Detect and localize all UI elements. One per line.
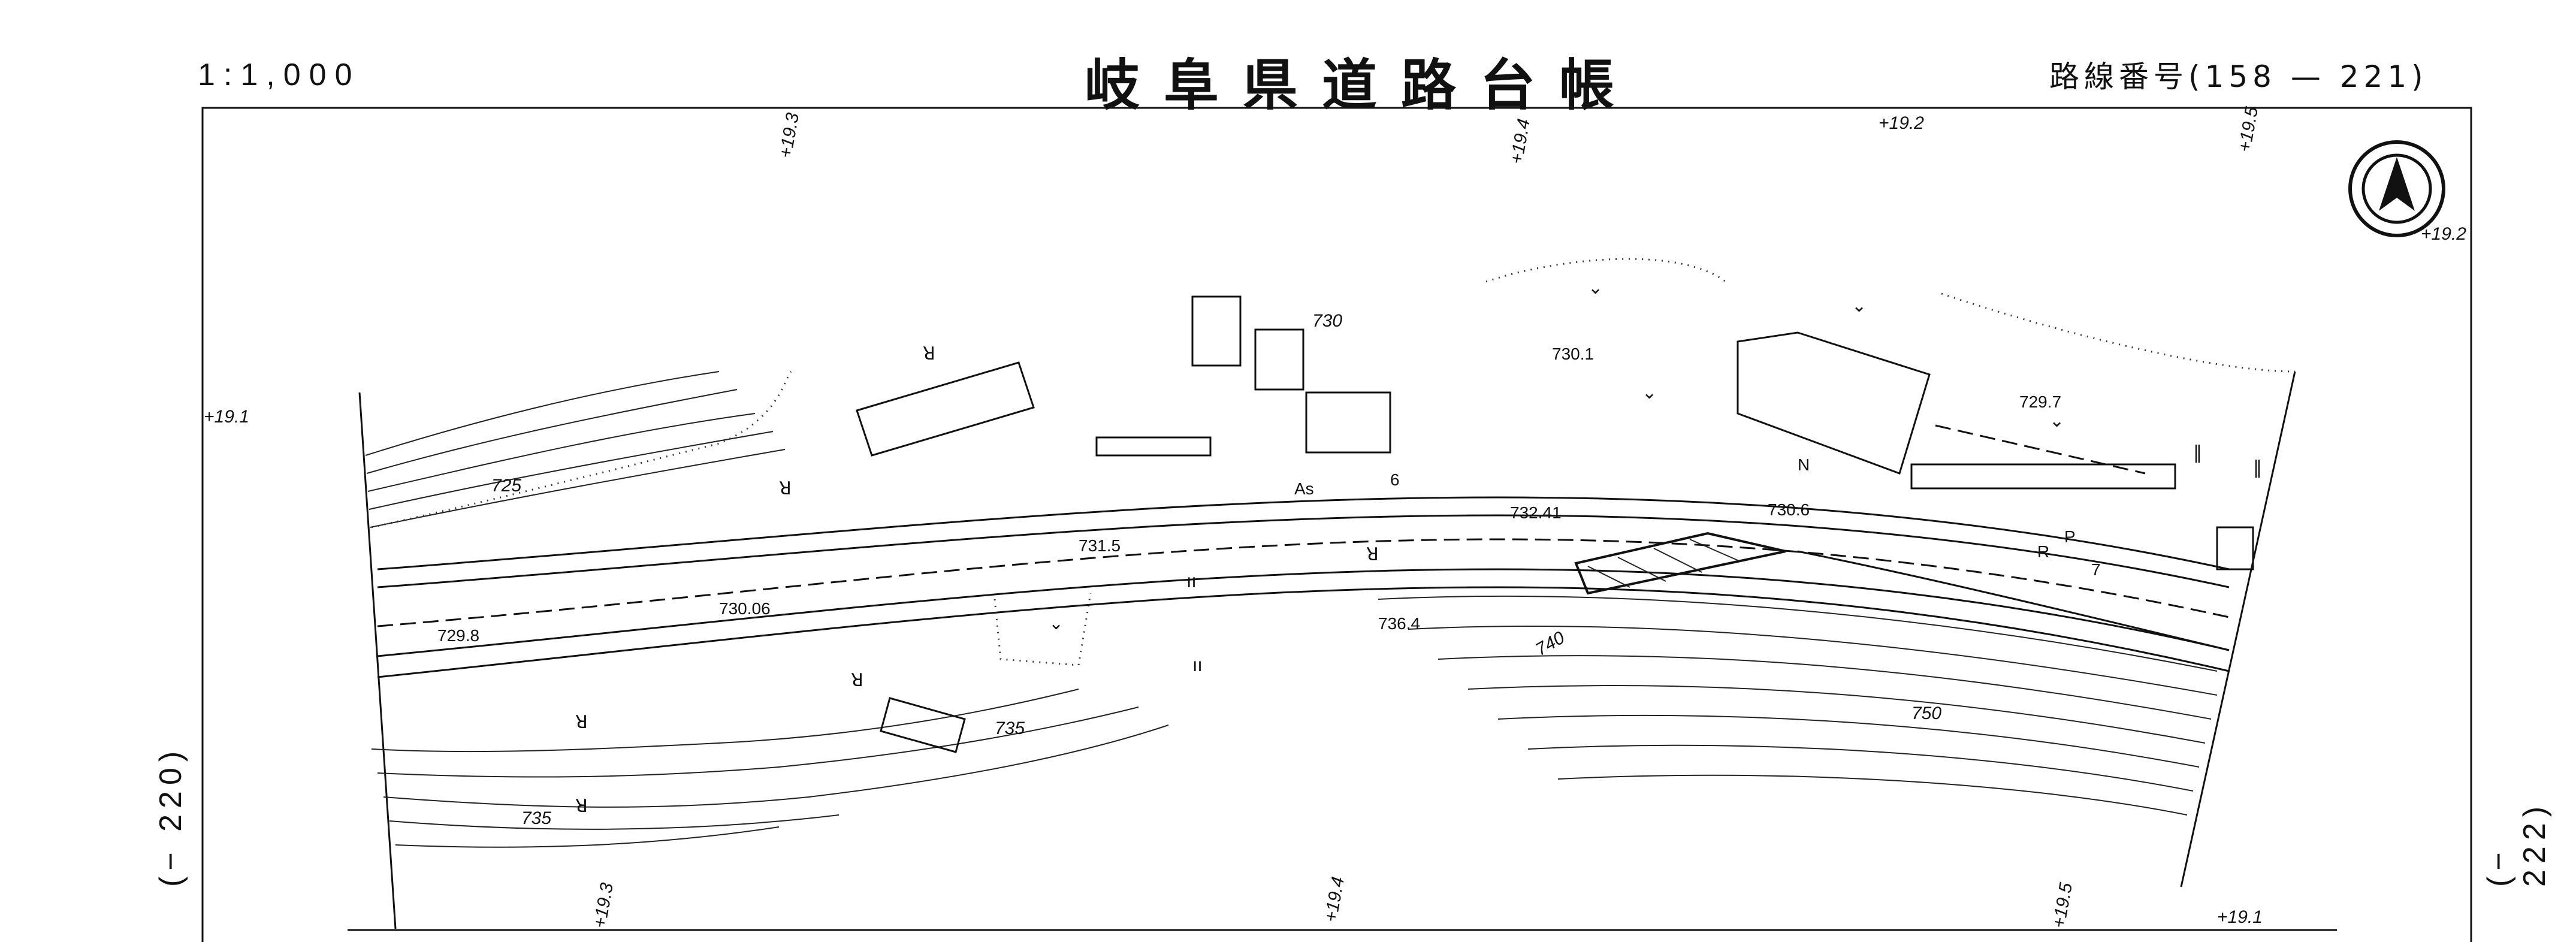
station-bottom-3: +19.5 bbox=[2049, 881, 2076, 929]
station-bottom-4: +19.1 bbox=[2217, 907, 2263, 927]
contour-lines-lower-left bbox=[371, 689, 1169, 848]
svg-text:⌄: ⌄ bbox=[1588, 277, 1603, 298]
road-label-r: R bbox=[2037, 542, 2049, 561]
station-left: +19.1 bbox=[204, 407, 249, 427]
svg-text:ꓤ: ꓤ bbox=[779, 478, 792, 499]
map-title: 岐阜県道路台帳 bbox=[1085, 53, 1639, 117]
left-boundary bbox=[358, 392, 397, 929]
svg-text:ꓤ: ꓤ bbox=[851, 670, 863, 691]
retaining-walls bbox=[1095, 436, 2254, 651]
svg-text:⌄: ⌄ bbox=[1852, 295, 1867, 316]
right-boundary bbox=[2180, 371, 2296, 887]
station-markers-bottom: +19.3 +19.4 +19.5 +19.1 bbox=[590, 875, 2263, 929]
svg-text:ꓤ: ꓤ bbox=[575, 796, 588, 817]
station-bottom-1: +19.3 bbox=[590, 881, 617, 929]
svg-text:ꓤ: ꓤ bbox=[1366, 544, 1379, 565]
svg-text:⌄: ⌄ bbox=[2049, 410, 2064, 431]
elevation-2: 730.06 bbox=[719, 599, 771, 618]
map-frame bbox=[201, 107, 2472, 942]
contour-label-2: 730 bbox=[1312, 311, 1342, 331]
road-label-surface: As bbox=[1294, 479, 1314, 498]
elevation-8: 736.4 bbox=[1378, 614, 1420, 633]
svg-text:⌄: ⌄ bbox=[1642, 382, 1657, 403]
spot-elevations: 729.8 730.06 731.5 732.41 730.6 730.1 72… bbox=[437, 345, 2061, 645]
contour-label-3: 735 bbox=[995, 718, 1025, 738]
svg-text:ꓤ: ꓤ bbox=[923, 343, 935, 364]
station-top-5: +19.2 bbox=[2421, 224, 2466, 244]
station-top-1: +19.3 bbox=[775, 111, 803, 159]
road-labels: As 6 N P R 7 bbox=[1294, 455, 2101, 579]
svg-text:‖: ‖ bbox=[2193, 442, 2202, 463]
station-markers-top: +19.3 +19.4 +19.2 +19.5 +19.2 +19.1 bbox=[204, 105, 2466, 427]
contour-label-5: 740 bbox=[1532, 627, 1568, 660]
road-label-n: N bbox=[1798, 455, 1810, 474]
contour-label-6: 750 bbox=[1911, 704, 1941, 723]
road-alignment bbox=[377, 496, 2230, 678]
contour-lines-upper-left bbox=[365, 371, 786, 528]
station-bottom-2: +19.4 bbox=[1321, 875, 1348, 923]
svg-text:‖: ‖ bbox=[2253, 457, 2262, 478]
road-label-p: P bbox=[2064, 527, 2076, 546]
property-boundaries bbox=[371, 258, 2296, 666]
contour-label-4: 735 bbox=[521, 808, 551, 828]
contour-labels: 725 730 735 735 740 750 bbox=[491, 311, 1941, 828]
road-label-number: 6 bbox=[1390, 470, 1400, 489]
north-arrow-icon bbox=[2348, 140, 2445, 237]
contour-lines-lower-right bbox=[1378, 596, 2218, 816]
elevation-1: 729.8 bbox=[437, 626, 479, 645]
road-label-7: 7 bbox=[2091, 560, 2101, 579]
route-number: 路線番号(158 — 221) bbox=[2049, 59, 2428, 94]
svg-text:ꓤ: ꓤ bbox=[575, 712, 588, 733]
elevation-3: 731.5 bbox=[1079, 536, 1121, 555]
elevation-5: 730.6 bbox=[1768, 500, 1810, 519]
svg-text:ıı: ıı bbox=[1186, 571, 1197, 592]
svg-text:ıı: ıı bbox=[1192, 655, 1203, 676]
elevation-7: 729.7 bbox=[2019, 393, 2061, 411]
station-top-3: +19.2 bbox=[1879, 113, 1924, 133]
contour-label-1: 725 bbox=[491, 476, 521, 496]
buildings bbox=[856, 295, 1931, 753]
elevation-6: 730.1 bbox=[1552, 345, 1594, 363]
station-top-4: +19.5 bbox=[2234, 105, 2262, 153]
land-use-symbols: ꓤ ꓤ ꓤ ꓤ ꓤ ꓤ ⌄ ⌄ ⌄ ⌄ ⌄ ‖ ‖ ıı ıı bbox=[575, 277, 2262, 817]
elevation-4: 732.41 bbox=[1510, 503, 1562, 522]
station-top-2: +19.4 bbox=[1506, 117, 1534, 165]
svg-text:⌄: ⌄ bbox=[1049, 613, 1064, 634]
map-scale: 1:1,000 bbox=[198, 58, 361, 92]
